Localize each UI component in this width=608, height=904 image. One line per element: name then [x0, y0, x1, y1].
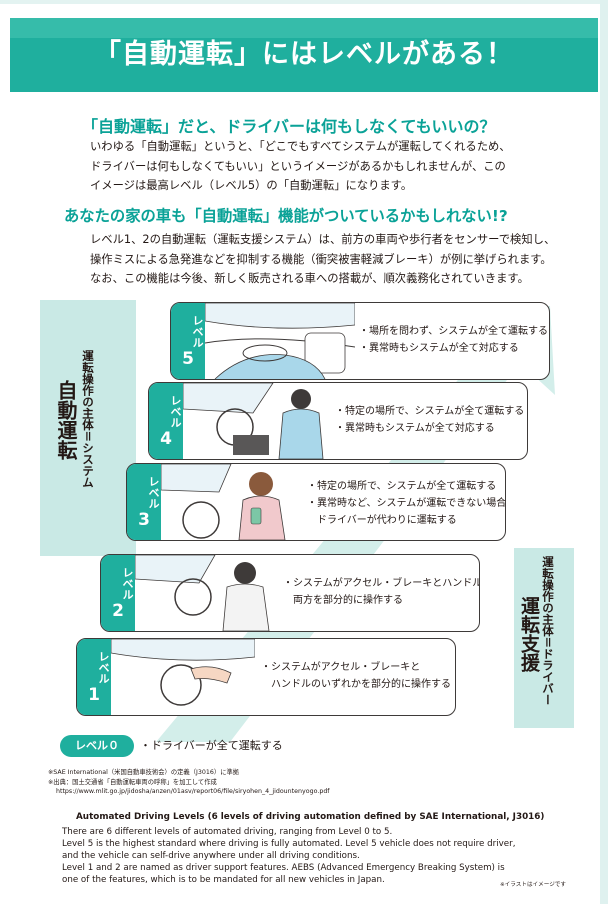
level-1-hands-on-wheel-illustration	[111, 639, 255, 706]
source-note: ※SAE International（米国自動車技術会）の定義（J3016）に準…	[48, 769, 240, 776]
level-5-desc-line: ・異常時もシステムが全て対応する	[359, 343, 519, 354]
level-5-number: 5	[182, 349, 194, 369]
level-4-number: 4	[160, 429, 172, 449]
automated-driving-panel	[40, 300, 136, 556]
level-2-desc-line: ・システムがアクセル・ブレーキとハンドルの	[283, 578, 480, 589]
level-3-badge: レベル 3	[127, 464, 161, 540]
english-line: and the vehicle can self-drive anywhere …	[62, 851, 360, 861]
level-0-description: ・ドライバーが全て運転する	[140, 739, 283, 752]
level-4-desc-line: ・異常時もシステムが全て対応する	[335, 423, 495, 434]
level-3-number: 3	[138, 510, 150, 530]
automated-subject-label: 運転操作の主体＝システム	[81, 350, 95, 488]
level-1-description: ・システムがアクセル・ブレーキと ハンドルのいずれかを部分的に操作する	[261, 659, 451, 693]
english-line: There are 6 different levels of automate…	[62, 827, 393, 837]
level-3-desc-line: ・異常時など、システムが運転できない場合	[307, 498, 506, 509]
section-1-line: いわゆる「自動運転」というと、「どこでもすべてシステムが運転してくれるため、	[90, 140, 511, 153]
automated-group-name: 自動運転	[54, 380, 78, 460]
level-5-badge-label: レベル	[191, 315, 204, 348]
question-1: 「自動運転」だと、ドライバーは何もしなくてもいいの？	[82, 117, 496, 136]
level-2-badge-label: レベル	[121, 567, 134, 600]
level-5-badge: レベル 5	[171, 303, 205, 379]
level-2-description: ・システムがアクセル・ブレーキとハンドルの 両方を部分的に操作する	[283, 575, 480, 609]
support-group-name: 運転支援	[518, 596, 540, 672]
level-2-driver-at-wheel-illustration	[135, 555, 270, 631]
english-line: one of the features, which is to be mand…	[62, 875, 385, 885]
section-2-line: なお、この機能は今後、新しく販売される車への搭載が、順次義務化されていきます。	[90, 272, 529, 286]
page-title: 「自動運転」にはレベルがある！	[94, 39, 514, 70]
illustration-footnote: ※イラストはイメージです	[500, 882, 566, 888]
section-2-line: 操作ミスによる急発進などを抑制する機能（衝突被害軽減ブレーキ）が例に挙げられます…	[90, 252, 552, 266]
level-2-badge: レベル 2	[101, 555, 135, 631]
level-1-desc-line: ハンドルのいずれかを部分的に操作する	[261, 679, 451, 690]
source-url: https://www.mlit.go.jp/jidosha/anzen/01a…	[56, 788, 330, 795]
level-5-card: レベル 5 ・場所を問わず、システムが全て運転する ・異常時もシステムが全て対応…	[170, 302, 550, 380]
section-2-text: レベル1、2の自動運転（運転支援システム）は、前方の車両や歩行者をセンサーで検知…	[90, 230, 555, 289]
english-line: Level 5 is the highest standard where dr…	[62, 839, 516, 849]
level-4-desc-line: ・特定の場所で、システムが全て運転する	[335, 406, 525, 417]
level-3-card: レベル 3 ・特定の場所で、システムが全て運転する ・異常時など、システムが運転…	[126, 463, 506, 541]
level-3-badge-label: レベル	[147, 476, 160, 509]
level-4-driver-using-laptop-illustration	[183, 383, 324, 459]
support-subject-label: 運転操作の主体＝ドライバー	[541, 556, 555, 706]
level-3-driver-relaxing-illustration	[161, 464, 286, 540]
top-edge	[0, 0, 608, 4]
level-3-desc-line: ・特定の場所で、システムが全て運転する	[307, 481, 497, 492]
level-5-description: ・場所を問わず、システムが全て運転する ・異常時もシステムが全て対応する	[359, 323, 548, 357]
english-title: Automated Driving Levels (6 levels of dr…	[76, 812, 545, 822]
level-4-description: ・特定の場所で、システムが全て運転する ・異常時もシステムが全て対応する	[335, 403, 524, 437]
level-1-badge-label: レベル	[97, 651, 110, 684]
level-4-badge: レベル 4	[149, 383, 183, 459]
level-1-desc-line: ・システムがアクセル・ブレーキと	[261, 662, 421, 673]
level-2-number: 2	[112, 601, 124, 621]
section-1-line: イメージは最高レベル（レベル5）の「自動運転」になります。	[90, 179, 413, 193]
level-3-desc-line: ドライバーが代わりに運転する	[307, 515, 457, 526]
section-2-line: レベル1、2の自動運転（運転支援システム）は、前方の車両や歩行者をセンサーで検知…	[90, 233, 556, 246]
level-4-card: レベル 4 ・特定の場所で、システムが全て運転する ・異常時もシステムが全て対応…	[148, 382, 528, 460]
level-3-description: ・特定の場所で、システムが全て運転する ・異常時など、システムが運転できない場合…	[307, 478, 506, 529]
right-edge-strip	[600, 0, 608, 904]
driver-support-panel	[514, 548, 574, 728]
source-notes: ※SAE International（米国自動車技術会）の定義（J3016）に準…	[48, 768, 330, 797]
title-banner-highlight	[10, 18, 598, 38]
level-5-desc-line: ・場所を問わず、システムが全て運転する	[359, 326, 548, 337]
title-banner: 「自動運転」にはレベルがある！	[10, 18, 598, 92]
question-2: あなたの家の車も「自動運転」機能がついているかもしれない!?	[64, 207, 508, 225]
level-2-desc-line: 両方を部分的に操作する	[283, 595, 403, 606]
level-2-card: レベル 2 ・システムがアクセル・ブレーキとハンドルの 両方を部分的に操作する	[100, 554, 480, 632]
section-1-text: いわゆる「自動運転」というと、「どこでもすべてシステムが運転してくれるため、 ド…	[90, 137, 511, 196]
level-1-card: レベル 1 ・システムがアクセル・ブレーキと ハンドルのいずれかを部分的に操作す…	[76, 638, 456, 716]
english-line: Level 1 and 2 are named as driver suppor…	[62, 863, 505, 873]
level-4-badge-label: レベル	[169, 395, 182, 428]
section-1-line: ドライバーは何もしなくてもいい」というイメージがあるかもしれませんが、この	[90, 159, 506, 173]
level-1-badge: レベル 1	[77, 639, 111, 715]
level-1-number: 1	[88, 685, 100, 705]
level-5-car-interior-illustration	[205, 303, 355, 379]
source-note: ※出典：国土交通省「自動運転車両の呼称」を加工して作成	[48, 778, 217, 786]
level-0-badge: レベル０	[60, 735, 134, 757]
